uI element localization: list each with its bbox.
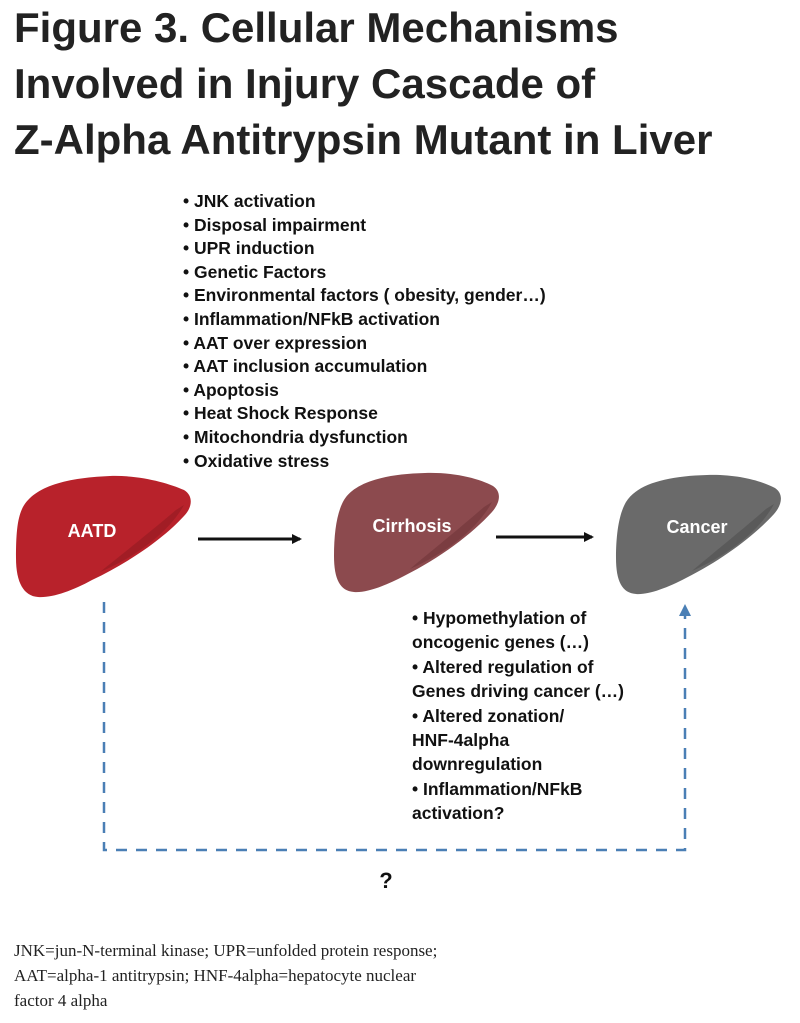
footnote-line: JNK=jun-N-terminal kinase; UPR=unfolded … (14, 941, 438, 960)
liver-aatd-icon: AATD (16, 475, 191, 598)
mechanism-item: • Oxidative stress (183, 450, 330, 471)
cancer-factor-item: activation? (412, 803, 505, 824)
abbreviations-footnote: JNK=jun-N-terminal kinase; UPR=unfolded … (14, 938, 654, 1013)
title-line: Figure 3. Cellular Mechanisms (14, 4, 619, 51)
direct-path-question-mark: ? (379, 868, 393, 893)
liver-shape (616, 474, 781, 595)
cancer-factor-item: • Inflammation/NFkB (412, 778, 583, 799)
mechanism-item: • Disposal impairment (183, 214, 367, 235)
mechanism-item: • AAT over expression (183, 332, 368, 353)
mechanism-item: • JNK activation (183, 191, 316, 211)
footnote-line: factor 4 alpha (14, 991, 108, 1010)
title-line: Z-Alpha Antitrypsin Mutant in Liver (14, 116, 713, 163)
cancer-factor-item: oncogenic genes (…) (412, 632, 589, 653)
cancer-factor-item: • Altered zonation/ (412, 705, 565, 726)
injury-mechanisms-list: • JNK activation • Disposal impairment •… (183, 190, 546, 473)
liver-shadow (692, 504, 774, 571)
cancer-factor-item: • Altered regulation of (412, 656, 594, 677)
cancer-factor-item: HNF-4alpha (412, 730, 510, 751)
cancer-factor-item: • Hypomethylation of (412, 608, 587, 628)
dashed-direct-path-arrow (102, 602, 691, 852)
mechanism-item: • UPR induction (183, 238, 315, 259)
cancer-factor-item: Genes driving cancer (…) (412, 681, 625, 702)
stage-label-cirrhosis: Cirrhosis (372, 516, 451, 536)
mechanism-item: • Mitochondria dysfunction (183, 426, 408, 447)
mechanism-item: • Inflammation/NFkB activation (183, 308, 440, 329)
figure-title: Figure 3. Cellular Mechanisms Involved i… (14, 0, 794, 168)
mechanism-item: • Genetic Factors (183, 261, 327, 282)
cancer-factor-item: downregulation (412, 754, 543, 775)
liver-shadow (410, 502, 492, 569)
liver-shape (334, 472, 499, 593)
liver-shape (16, 475, 191, 598)
mechanism-item: • Heat Shock Response (183, 403, 378, 424)
mechanism-item: • Apoptosis (183, 379, 279, 400)
liver-cancer-icon: Cancer (616, 474, 781, 595)
cancer-factors-list: • Hypomethylation of oncogenic genes (…)… (412, 606, 624, 826)
footnote-line: AAT=alpha-1 antitrypsin; HNF-4alpha=hepa… (14, 966, 417, 985)
mechanism-item: • Environmental factors ( obesity, gende… (183, 285, 546, 306)
mechanism-item: • AAT inclusion accumulation (183, 356, 428, 377)
liver-shadow (100, 505, 184, 572)
stage-label-aatd: AATD (68, 521, 117, 541)
stage-label-cancer: Cancer (666, 517, 727, 537)
title-line: Involved in Injury Cascade of (14, 60, 596, 107)
liver-cirrhosis-icon: Cirrhosis (334, 472, 499, 593)
